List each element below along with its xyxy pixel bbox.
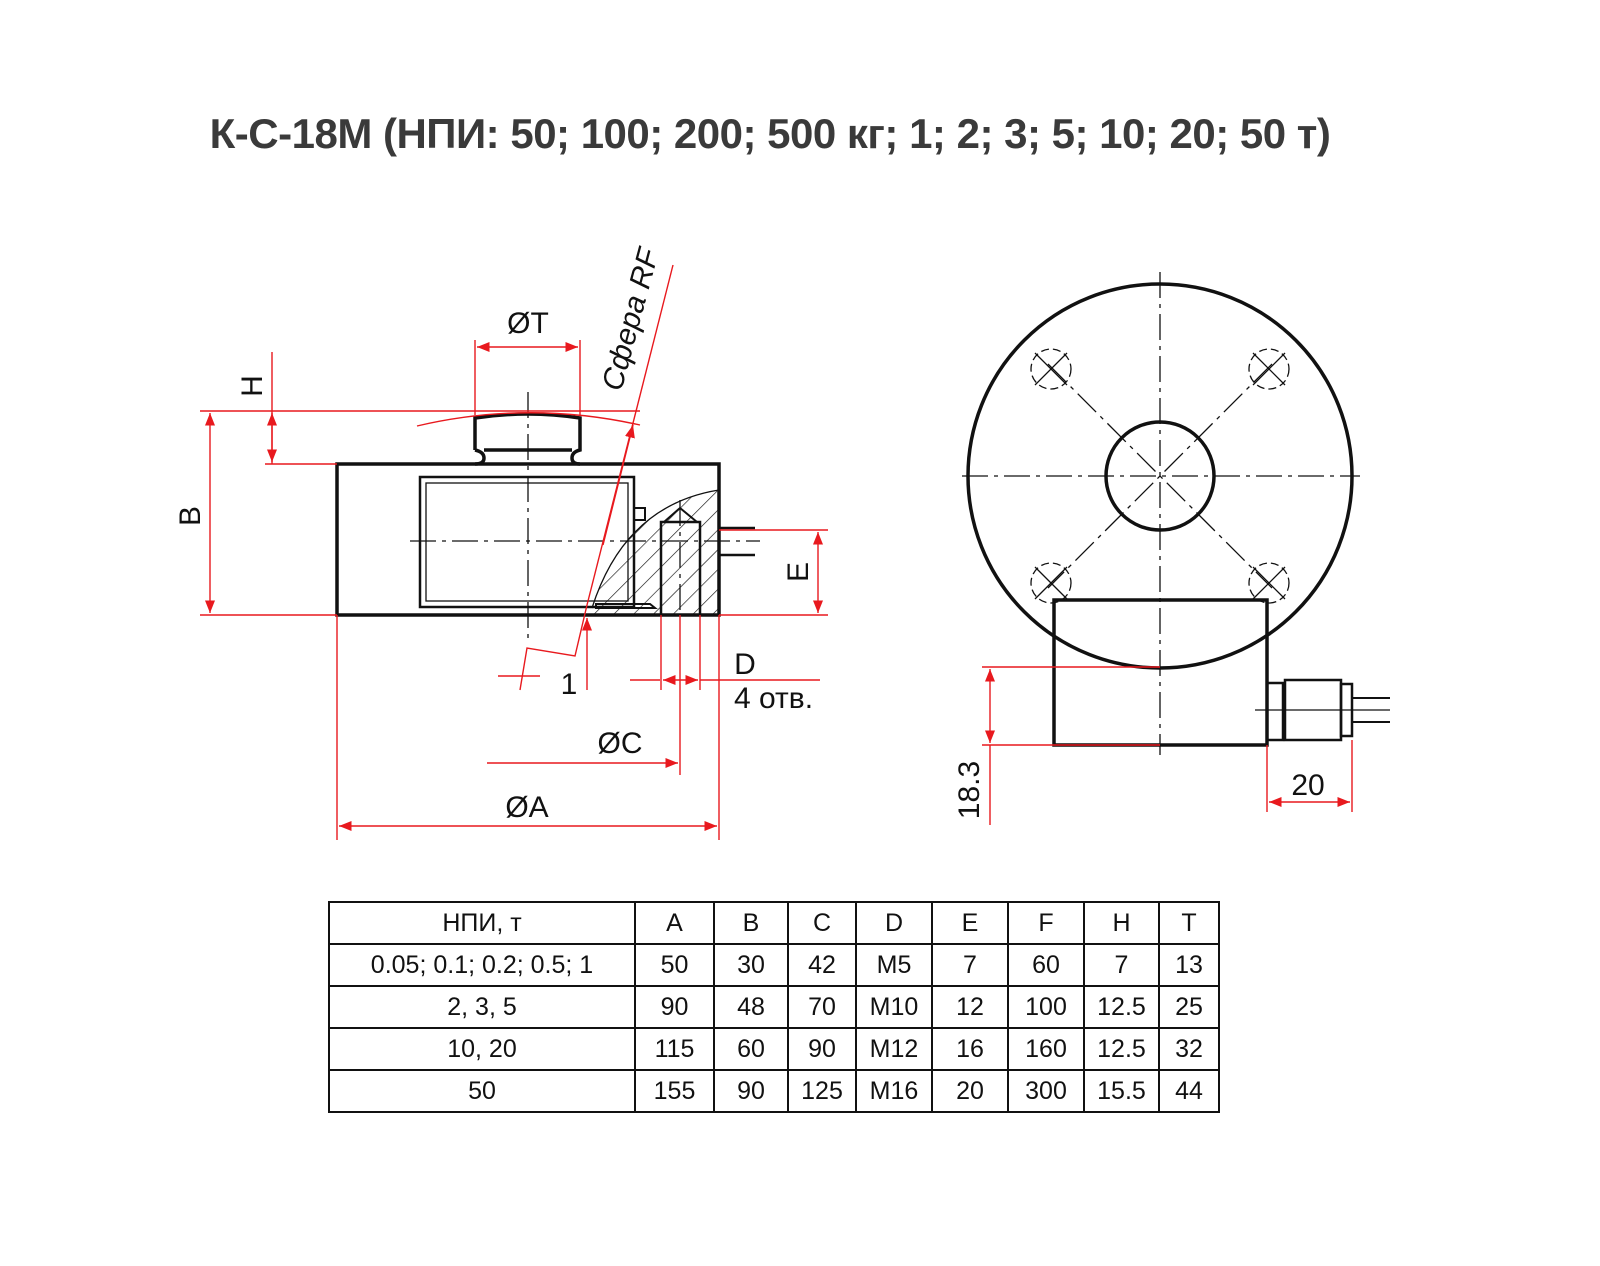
cell: 125 [787, 1069, 857, 1113]
cell: 15.5 [1083, 1069, 1160, 1113]
cell: 90 [634, 985, 715, 1029]
cell: 7 [931, 943, 1009, 987]
cell: 13 [1158, 943, 1220, 987]
label-dim-18-3: 18.3 [953, 761, 986, 819]
label-dim-t: ØT [507, 307, 549, 340]
top-view: 18.3 20 [953, 272, 1390, 825]
bolt-holes [1030, 348, 1290, 604]
label-dim-h: H [236, 375, 269, 397]
cell: 48 [713, 985, 789, 1029]
cell: 0.05; 0.1; 0.2; 0.5; 1 [328, 943, 636, 987]
header-cell: B [713, 901, 789, 945]
cell: M16 [855, 1069, 933, 1113]
cell: 12.5 [1083, 985, 1160, 1029]
cell: 7 [1083, 943, 1160, 987]
cell: M10 [855, 985, 933, 1029]
cell: 300 [1007, 1069, 1085, 1113]
header-cell: A [634, 901, 715, 945]
header-cell: T [1158, 901, 1220, 945]
cell: M5 [855, 943, 933, 987]
cell: 90 [713, 1069, 789, 1113]
cell: 60 [1007, 943, 1085, 987]
label-dim-1: 1 [561, 668, 578, 701]
cell: 155 [634, 1069, 715, 1113]
cell: 20 [931, 1069, 1009, 1113]
cell: 2, 3, 5 [328, 985, 636, 1029]
cell: 90 [787, 1027, 857, 1071]
cell: 16 [931, 1027, 1009, 1071]
cell: 115 [634, 1027, 715, 1071]
label-dim-e: E [782, 562, 815, 582]
cell: 50 [328, 1069, 636, 1113]
label-dim-a: ØA [505, 791, 548, 824]
cell: 100 [1007, 985, 1085, 1029]
cell: 10, 20 [328, 1027, 636, 1071]
cell: 25 [1158, 985, 1220, 1029]
side-view: ØT H B E Сфера RF D 4 отв. 1 ØC ØA [174, 243, 828, 840]
header-cell: E [931, 901, 1009, 945]
dimensions-table: НПИ, т A B C D E F H T 0.05; 0.1; 0.2; 0… [328, 901, 1220, 1113]
cell: 70 [787, 985, 857, 1029]
cell: 44 [1158, 1069, 1220, 1113]
cell: M12 [855, 1027, 933, 1071]
label-dim-20: 20 [1291, 769, 1324, 802]
header-cell: H [1083, 901, 1160, 945]
table-header-row: НПИ, т A B C D E F H T [328, 901, 1220, 945]
cell: 42 [787, 943, 857, 987]
drawing-title: К-С-18М (НПИ: 50; 100; 200; 500 кг; 1; 2… [209, 110, 1331, 157]
label-holes: 4 отв. [734, 682, 813, 715]
label-sphere: Сфера RF [596, 243, 666, 394]
cell: 60 [713, 1027, 789, 1071]
label-dim-d: D [734, 648, 756, 681]
label-dim-b: B [174, 506, 207, 526]
cell: 32 [1158, 1027, 1220, 1071]
cell: 30 [713, 943, 789, 987]
header-cell: F [1007, 901, 1085, 945]
cable-connector [1255, 678, 1390, 742]
cell: 12.5 [1083, 1027, 1160, 1071]
header-cell: D [855, 901, 933, 945]
label-dim-c: ØC [598, 727, 643, 760]
header-cell: НПИ, т [328, 901, 636, 945]
cell: 50 [634, 943, 715, 987]
cell: 12 [931, 985, 1009, 1029]
cell: 160 [1007, 1027, 1085, 1071]
header-cell: C [787, 901, 857, 945]
